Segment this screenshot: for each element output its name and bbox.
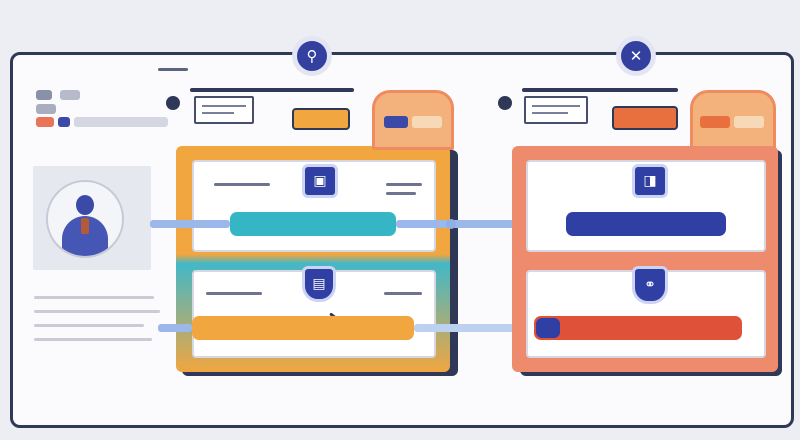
right-header-tab[interactable] [524, 96, 588, 124]
right-column-knob [498, 96, 512, 110]
sidebar-search-bar[interactable] [74, 117, 168, 127]
share-glyph: ⚲ [306, 47, 318, 65]
card-text-line [206, 292, 262, 295]
card-text-line [384, 292, 422, 295]
avatar [46, 180, 124, 258]
sidebar-chip-orange [36, 117, 54, 127]
document-icon[interactable]: ▤ [302, 266, 336, 302]
left-header-badge[interactable] [292, 108, 350, 130]
sidebar-chip-3 [36, 104, 56, 114]
chat-icon[interactable]: ◨ [632, 164, 668, 198]
right-pill-knob [536, 318, 560, 338]
connector-dot [446, 219, 456, 229]
folder-chip [734, 116, 764, 128]
right-pill-red[interactable] [534, 316, 742, 340]
user-icon-tie [81, 218, 89, 234]
sidebar-divider [158, 68, 188, 71]
share-icon[interactable]: ⚲ [292, 36, 332, 76]
connector-middle-top [396, 220, 566, 228]
profile-text-line-1 [34, 296, 154, 299]
folder-chip [700, 116, 730, 128]
link-icon[interactable]: ⚭ [632, 266, 668, 304]
tab-line [532, 112, 568, 114]
close-icon[interactable]: ✕ [616, 36, 656, 76]
left-column-knob [166, 96, 180, 110]
document-glyph: ▤ [312, 276, 326, 292]
folder-chip [412, 116, 442, 128]
right-header-line [522, 88, 678, 92]
user-icon-head [76, 195, 94, 215]
tab-line [202, 112, 234, 114]
right-header-badge[interactable] [612, 106, 678, 130]
card-text-line [386, 192, 416, 195]
connector-left-bottom [158, 324, 192, 332]
profile-text-line-2 [34, 310, 160, 313]
left-header-line [190, 88, 354, 92]
profile-card[interactable] [33, 166, 151, 270]
left-header-tab[interactable] [194, 96, 254, 124]
card-icon[interactable]: ▣ [302, 164, 338, 198]
sidebar-chip-2 [60, 90, 80, 100]
card-text-line [214, 183, 270, 186]
card-glyph: ▣ [313, 173, 327, 189]
sidebar-chip-1 [36, 90, 52, 100]
profile-text-line-3 [34, 324, 144, 327]
right-pill-blue[interactable] [566, 212, 726, 236]
chat-glyph: ◨ [643, 173, 657, 189]
left-pill-teal[interactable] [230, 212, 396, 236]
pill-label [292, 217, 334, 231]
profile-text-line-4 [34, 338, 152, 341]
tab-line [532, 105, 580, 107]
card-text-line [386, 183, 422, 186]
left-pill-orange[interactable] [192, 316, 414, 340]
close-glyph: ✕ [629, 47, 643, 65]
connector-middle-bottom [414, 324, 538, 332]
connector-left-top [150, 220, 230, 228]
sidebar-chip-navy [58, 117, 70, 127]
link-glyph: ⚭ [644, 277, 656, 293]
tab-line [202, 105, 246, 107]
folder-chip [384, 116, 408, 128]
